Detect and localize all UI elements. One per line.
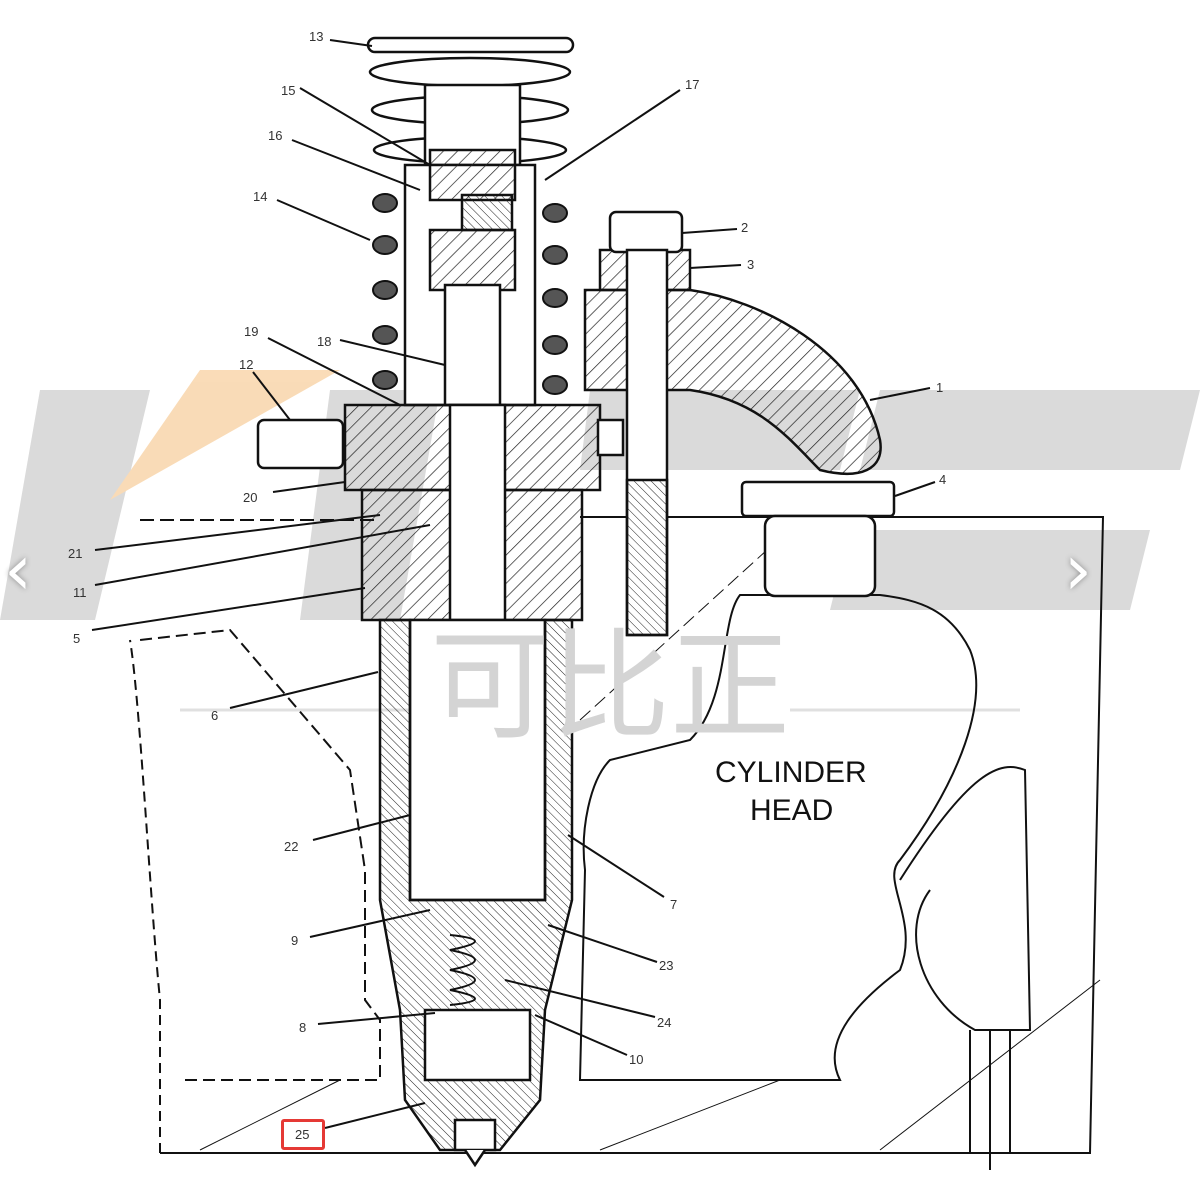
callout-1: 1 [936,380,943,395]
chevron-right-icon: › [1064,529,1092,611]
callout-20: 20 [243,490,257,505]
callout-10: 10 [629,1052,643,1067]
callout-11: 11 [73,585,87,600]
callout-22: 22 [284,839,298,854]
callout-9: 9 [291,933,298,948]
clamp-and-bolt [583,210,896,637]
callout-3: 3 [747,257,754,272]
cylinder-head [129,516,1105,1170]
callout-14: 14 [253,189,267,204]
callout-25: 25 [295,1127,309,1142]
callout-24: 24 [657,1015,671,1030]
watermark-text: 可比正 [430,618,790,757]
injector-body [256,403,625,1168]
callout-13: 13 [309,29,323,44]
callout-18: 18 [317,334,331,349]
next-button[interactable]: › [1060,530,1096,610]
callout-15: 15 [281,83,295,98]
callout-12: 12 [239,357,253,372]
callout-2: 2 [741,220,748,235]
callout-21: 21 [68,546,82,561]
callout-23: 23 [659,958,673,973]
chevron-left-icon: ‹ [4,529,32,611]
cylinder-head-label-line1: CYLINDER [715,756,867,789]
cylinder-head-label-line2: HEAD [750,794,833,827]
callout-7: 7 [670,897,677,912]
callout-19: 19 [244,324,258,339]
highlighted-callout-box [281,1119,325,1150]
callout-17: 17 [685,77,699,92]
leader-lines [91,39,936,1129]
callout-5: 5 [73,631,80,646]
spring-assembly [366,36,575,407]
prev-button[interactable]: ‹ [0,530,36,610]
callout-4: 4 [939,472,946,487]
callout-6: 6 [211,708,218,723]
callout-8: 8 [299,1020,306,1035]
callout-16: 16 [268,128,282,143]
callout-labels: 13 15 16 14 17 2 3 1 12 19 18 20 21 11 5… [68,29,946,1142]
